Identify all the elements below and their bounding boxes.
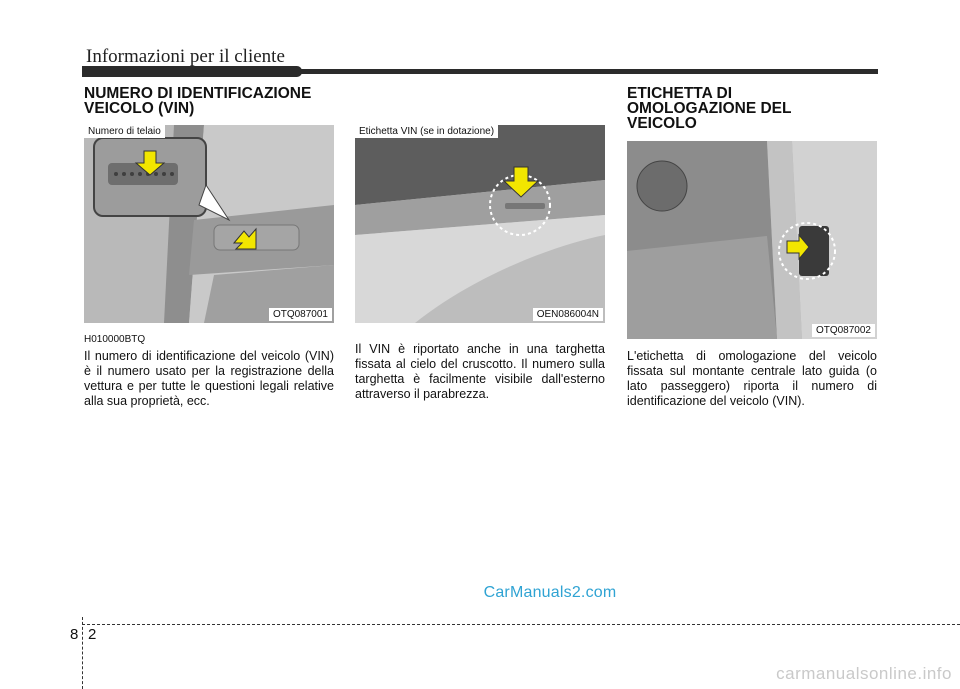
homologation-heading: ETICHETTA DI OMOLOGAZIONE DEL VEICOLO <box>627 85 792 132</box>
section-number: 8 <box>70 626 79 643</box>
footer-rule <box>82 624 960 625</box>
dashboard-photo: Etichetta VIN (se in dotazione) OEN08600… <box>355 125 605 323</box>
carmanuals-watermark[interactable]: CarManuals2.com <box>483 584 617 601</box>
door-sill-illustration <box>84 125 334 323</box>
b-pillar-illustration <box>627 141 877 339</box>
image-code-label: OEN086004N <box>532 308 603 321</box>
page-number: 2 <box>88 626 97 643</box>
vin-heading: NUMERO DI IDENTIFICAZIONE VEICOLO (VIN) <box>84 85 312 117</box>
footer-divider <box>82 617 83 689</box>
b-pillar-photo: OTQ087002 <box>627 141 877 339</box>
vin-door-photo: Numero di telaio OTQ087001 <box>84 125 334 323</box>
page-header-title: Informazioni per il cliente <box>86 46 285 67</box>
vin-paragraph: Il numero di identificazione del veicolo… <box>84 349 334 408</box>
doc-code: H010000BTQ <box>84 334 146 345</box>
vin-plate-paragraph: Il VIN è riportato anche in una targhett… <box>355 342 605 401</box>
image-code-label: OTQ087002 <box>811 324 875 337</box>
frame-number-callout: Numero di telaio <box>84 125 165 138</box>
bottom-watermark: carmanualsonline.info <box>776 664 952 683</box>
dashboard-illustration <box>355 125 605 323</box>
homologation-paragraph: L'etichetta di omologazione del veicolo … <box>627 349 877 408</box>
image-code-label: OTQ087001 <box>268 308 332 321</box>
header-rule <box>82 66 878 77</box>
vin-label-callout: Etichetta VIN (se in dotazione) <box>355 125 499 138</box>
